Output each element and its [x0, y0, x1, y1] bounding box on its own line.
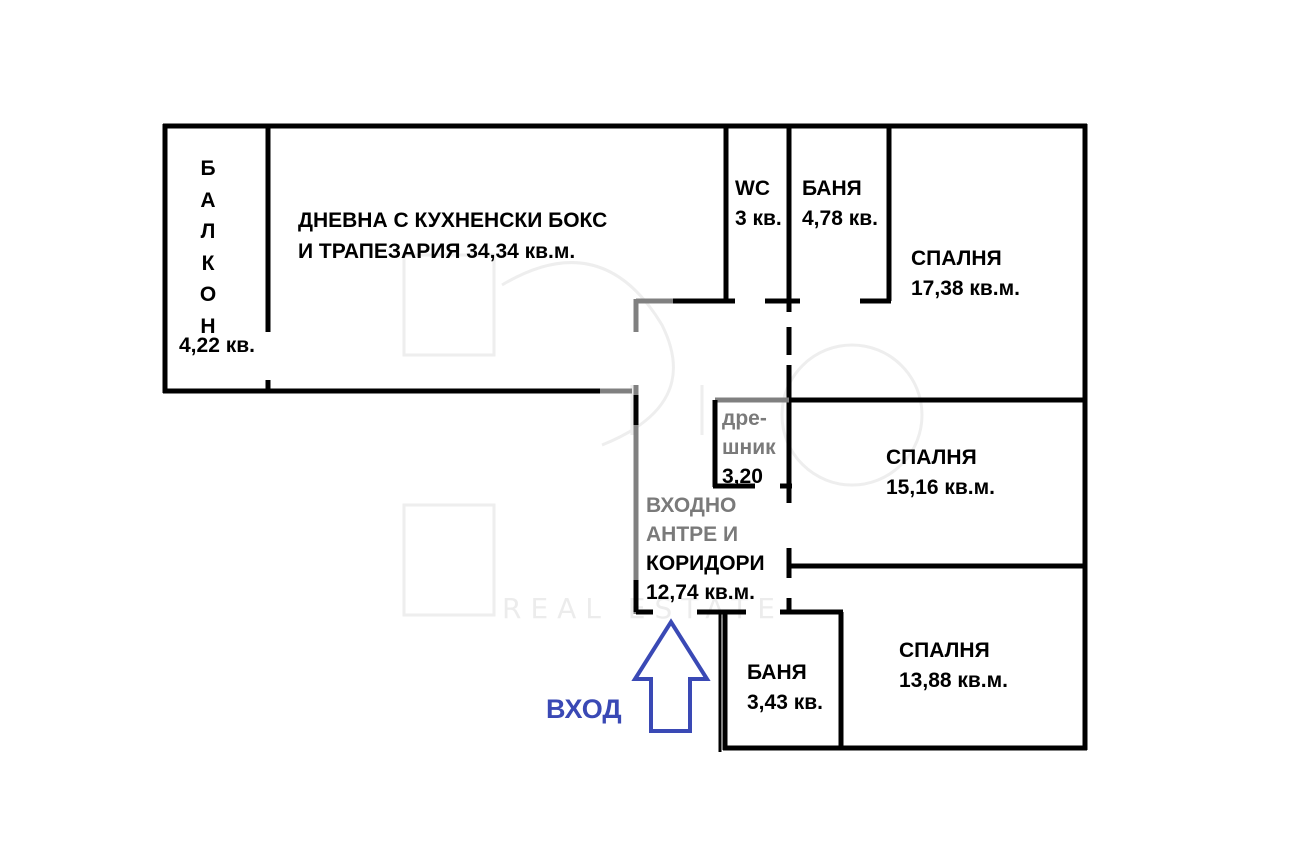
walls: [162, 123, 1088, 752]
entrance-label: ВХОД: [546, 694, 622, 724]
room-bedroom-2: СПАЛНЯ 15,16 кв.м.: [886, 446, 996, 499]
arrow-up-icon: [631, 618, 711, 733]
room-bath-1: БАНЯ 4,78 кв.: [802, 177, 878, 230]
room-living: ДНЕВНА С КУХНЕНСКИ БОКС И ТРАПЕЗАРИЯ 34,…: [298, 209, 608, 263]
room-bedroom-1: СПАЛНЯ 17,38 кв.м.: [911, 247, 1021, 300]
room-hallway: ВХОДНО АНТРЕ И КОРИДОРИ 12,74 кв.м.: [646, 494, 765, 604]
room-balcony: Б А Л К О Н: [199, 157, 217, 338]
room-closet: дре- шник 3,20: [722, 407, 776, 488]
room-bedroom-3: СПАЛНЯ 13,88 кв.м.: [899, 639, 1009, 692]
room-wc: WC 3 кв.: [735, 177, 782, 230]
room-bath-2: БАНЯ 3,43 кв.: [747, 661, 823, 714]
room-balcony-area: 4,22 кв.: [179, 334, 255, 357]
